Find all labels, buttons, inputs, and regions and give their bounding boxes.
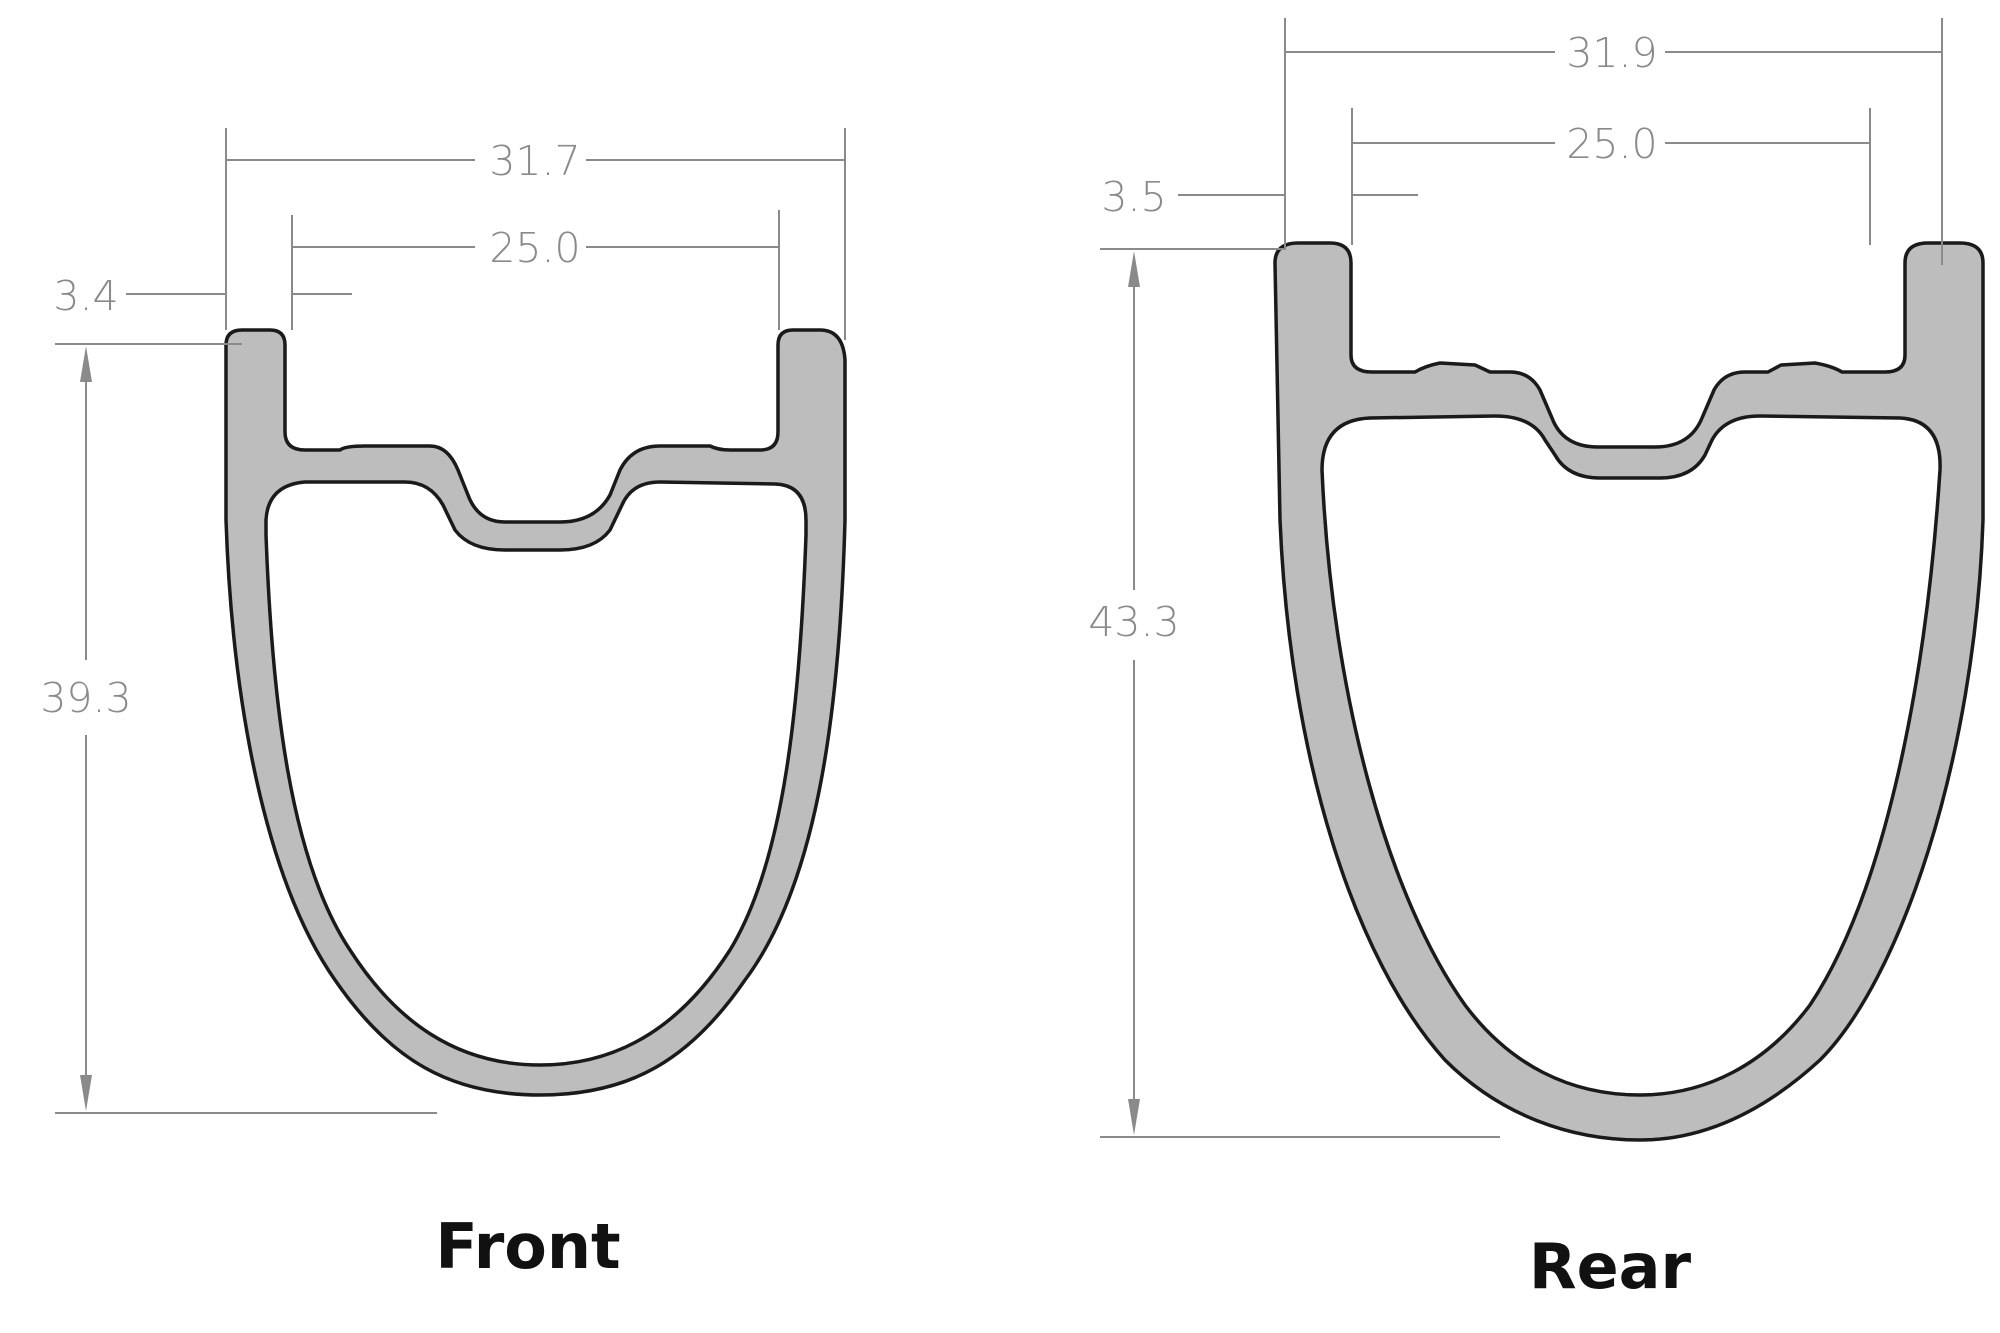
rear-wall-label: 3.5 (1101, 173, 1166, 221)
front-depth-label: 39.3 (40, 674, 131, 722)
front-caption: Front (435, 1210, 620, 1283)
rear-rim-profile (1273, 241, 1985, 1142)
rear-outer-width-label: 31.9 (1566, 29, 1657, 77)
rear-depth-arrow-bottom (1128, 1099, 1140, 1135)
rear-caption: Rear (1529, 1230, 1692, 1303)
rear-inner-width-label: 25.0 (1566, 120, 1657, 168)
front-outer-width-label: 31.7 (489, 137, 580, 185)
front-wall-label: 3.4 (53, 272, 118, 320)
rear-depth-arrow-top (1128, 251, 1140, 287)
front-depth-arrow-top (80, 346, 92, 382)
rear-rim-group: 31.9 25.0 3.5 43.3 Rear (1088, 18, 1985, 1303)
front-rim-profile (224, 328, 847, 1097)
rear-depth-label: 43.3 (1088, 598, 1179, 646)
front-depth-arrow-bottom (80, 1075, 92, 1111)
front-inner-width-label: 25.0 (489, 224, 580, 272)
front-rim-group: 31.7 25.0 3.4 39.3 Front (40, 128, 847, 1283)
